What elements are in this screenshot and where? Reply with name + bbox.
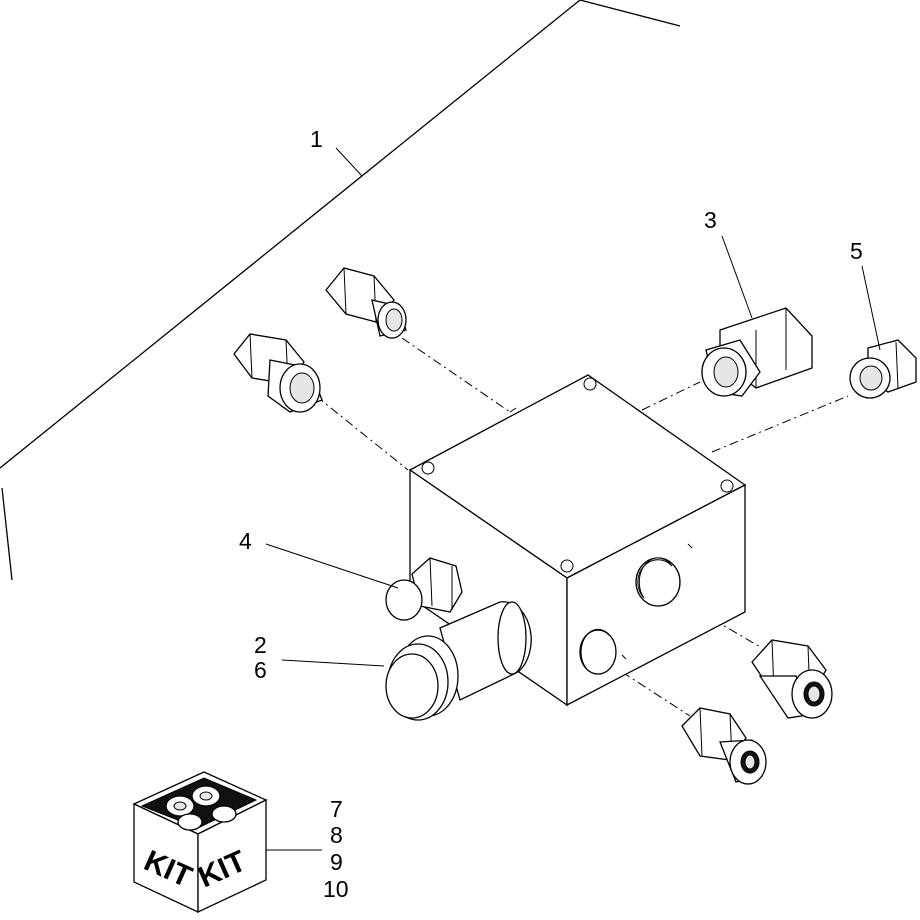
kit-box: KIT KIT [132,771,268,914]
callout-4: 4 [239,528,252,554]
assembly-bracket [0,0,681,581]
callout-7: 7 [330,796,343,822]
callout-1: 1 [310,126,323,152]
callout-10: 10 [323,876,349,902]
fitting-left [233,333,323,413]
callout-5: 5 [850,238,863,264]
center-lines [315,337,849,717]
leader-lines [265,147,881,851]
callout-6: 6 [254,657,267,683]
callout-2: 2 [254,632,267,658]
plug-item-4 [385,557,463,621]
fitting-lower-right-1 [751,639,833,719]
fitting-lower-right-2 [681,707,767,785]
plug-item-5 [849,339,917,399]
callout-9: 9 [330,849,343,875]
cartridge-item-2-6 [385,601,532,721]
fitting-item-3 [701,307,813,397]
callout-8: 8 [330,822,343,848]
fitting-upper-left [325,267,407,339]
callout-3: 3 [704,207,717,233]
